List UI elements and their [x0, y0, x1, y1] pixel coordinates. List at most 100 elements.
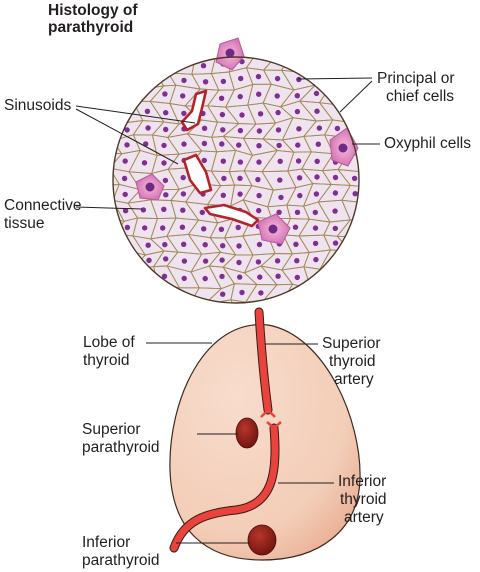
label-inferior-thyroid-artery: Inferior thyroid artery — [338, 473, 387, 527]
chief-cell — [266, 35, 291, 56]
chief-cell — [93, 304, 120, 320]
chief-cell-nucleus — [256, 143, 262, 149]
oxyphil-nucleus — [225, 48, 235, 58]
chief-cell-nucleus — [312, 240, 319, 247]
chief-cell — [336, 57, 359, 72]
chief-cell-nucleus — [258, 290, 264, 296]
chief-cell-nucleus — [255, 259, 262, 265]
chief-cell — [113, 300, 141, 303]
chief-cell — [113, 270, 127, 288]
chief-cell-nucleus — [237, 127, 244, 134]
chief-cell-nucleus — [332, 190, 339, 196]
chief-cell-nucleus — [274, 75, 281, 82]
sinusoid — [180, 89, 208, 132]
label-sinusoids: Sinusoids — [4, 97, 71, 115]
label-text: Oxyphil cells — [384, 135, 471, 152]
chief-cell-nucleus — [219, 257, 225, 263]
chief-cell-nucleus — [275, 127, 282, 133]
chief-cell — [230, 299, 255, 303]
label-text: artery — [344, 509, 384, 526]
chief-cell-nucleus — [314, 158, 320, 164]
label-text: Connective — [4, 197, 82, 214]
chief-cell-nucleus — [219, 111, 226, 118]
chief-cell — [336, 250, 359, 271]
chief-cell — [131, 300, 158, 303]
chief-cell-nucleus — [257, 274, 263, 280]
chief-cell — [341, 184, 359, 203]
chief-cell-nucleus — [219, 141, 225, 147]
chief-cell-nucleus — [163, 126, 169, 133]
chief-cell — [355, 269, 359, 290]
chief-cell-nucleus — [296, 76, 302, 83]
chief-cell-nucleus — [181, 241, 187, 247]
label-text: Lobe of — [83, 334, 135, 351]
chief-cell — [337, 168, 359, 188]
label-text: Principal or — [377, 70, 455, 87]
chief-cell — [318, 282, 350, 303]
chief-cell — [357, 283, 359, 301]
chief-cell-nucleus — [294, 209, 301, 215]
oxyphil-nucleus — [268, 224, 278, 234]
chief-cell-nucleus — [313, 256, 319, 263]
cell-nuclei — [121, 58, 358, 297]
chief-cell-nucleus — [314, 108, 320, 114]
chief-cell-nucleus — [220, 243, 226, 249]
chief-cell-nucleus — [274, 93, 280, 99]
chief-cell-nucleus — [122, 191, 128, 198]
leader-lines — [75, 77, 380, 544]
chief-cell-nucleus — [255, 176, 261, 183]
chief-cell-nucleus — [140, 207, 147, 213]
chief-cell-nucleus — [236, 259, 242, 266]
label-text: Superior — [82, 421, 141, 438]
chief-cell — [281, 35, 312, 53]
chief-cell — [171, 302, 199, 303]
chief-cell-nucleus — [276, 209, 282, 215]
sinusoid — [203, 203, 260, 228]
chief-cell — [300, 299, 335, 303]
chief-cell-nucleus — [161, 160, 167, 166]
chief-cell — [113, 86, 125, 103]
chief-cell — [113, 68, 140, 91]
chief-cell-nucleus — [163, 192, 169, 198]
chief-cell-nucleus — [219, 273, 225, 280]
chief-cell — [113, 249, 126, 274]
sinusoids — [180, 89, 260, 228]
chief-cell — [131, 282, 159, 303]
chief-cell-nucleus — [315, 141, 321, 147]
chief-cell — [307, 38, 328, 54]
sinusoid — [182, 153, 213, 195]
chief-cell — [263, 299, 296, 303]
chief-cell-nucleus — [255, 73, 262, 80]
chief-cell-nucleus — [238, 75, 244, 82]
chief-cell-nucleus — [277, 177, 283, 183]
chief-cell — [336, 86, 359, 106]
chief-cell-nucleus — [237, 159, 244, 165]
chief-cell — [359, 37, 388, 55]
chief-cell — [113, 57, 123, 59]
chief-cell-nucleus — [236, 243, 242, 249]
chief-cell — [189, 302, 220, 303]
chief-cell — [282, 299, 311, 303]
chief-cell — [319, 36, 352, 56]
chief-cell-nucleus — [295, 158, 302, 164]
chief-cell-nucleus — [296, 126, 302, 132]
chief-cell — [361, 202, 387, 221]
label-text: thyroid — [340, 491, 387, 508]
chief-cell-nucleus — [181, 110, 187, 117]
histology-outline — [112, 56, 360, 304]
chief-cell — [363, 170, 390, 187]
label-connective-tissue: Connective tissue — [4, 197, 82, 233]
chief-cell — [186, 57, 216, 58]
chief-cell-nucleus — [160, 225, 166, 231]
chief-cell-nucleus — [332, 174, 339, 181]
label-text: thyroid — [83, 352, 130, 369]
chief-cell-nucleus — [180, 93, 186, 99]
label-superior-parathyroid: Superior parathyroid — [82, 421, 160, 457]
chief-cell-nucleus — [294, 108, 301, 115]
chief-cell — [129, 57, 159, 70]
chief-cell-nucleus — [202, 275, 208, 282]
chief-cell-nucleus — [181, 141, 187, 147]
chief-cell-nucleus — [220, 291, 226, 297]
chief-cell-nucleus — [314, 174, 320, 180]
chief-cell-nucleus — [202, 79, 209, 85]
